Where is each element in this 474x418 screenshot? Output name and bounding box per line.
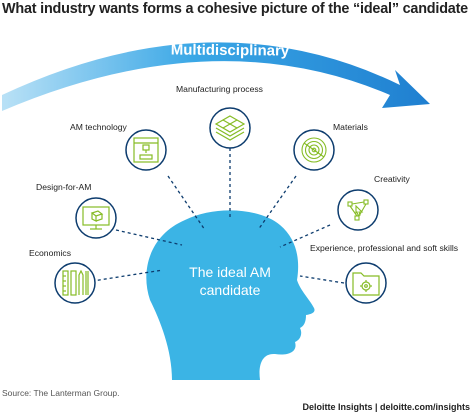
label-economics: Economics (29, 248, 72, 258)
center-label-line2: candidate (199, 282, 261, 298)
multidisciplinary-arrow (2, 42, 430, 111)
arrow-label: Multidisciplinary (170, 41, 290, 60)
layers-icon (214, 115, 246, 141)
label-materials: Materials (333, 122, 368, 132)
tools-icon (62, 269, 89, 296)
node-experience (345, 262, 387, 304)
footer-credit: Deloitte Insights | deloitte.com/insight… (302, 402, 470, 412)
node-economics (54, 262, 96, 304)
page-title: What industry wants forms a cohesive pic… (2, 1, 468, 17)
filament-spool-icon (301, 137, 327, 163)
label-design-for-am: Design-for-AM (36, 182, 92, 192)
node-materials (293, 129, 335, 171)
cad-monitor-icon (82, 206, 110, 230)
connector-am-technology (167, 175, 206, 231)
node-manufacturing (209, 107, 251, 149)
label-creativity: Creativity (374, 174, 410, 184)
connector-materials (257, 175, 297, 231)
3d-printer-icon (133, 137, 159, 163)
node-am-technology (125, 129, 167, 171)
head-silhouette (146, 210, 315, 380)
connector-design-for-am (115, 229, 183, 246)
vector-design-icon (347, 199, 369, 221)
center-label: The ideal AM candidate (170, 263, 290, 299)
label-manufacturing-process: Manufacturing process (176, 84, 263, 94)
center-label-line1: The ideal AM (189, 264, 271, 280)
connector-experience (299, 275, 345, 284)
settings-folder-icon (352, 272, 380, 296)
node-design-for-am (75, 197, 117, 239)
node-creativity (337, 189, 379, 231)
label-am-technology: AM technology (70, 122, 127, 132)
label-experience: Experience, professional and soft skills (310, 243, 459, 253)
source-note: Source: The Lanterman Group. (2, 388, 120, 398)
